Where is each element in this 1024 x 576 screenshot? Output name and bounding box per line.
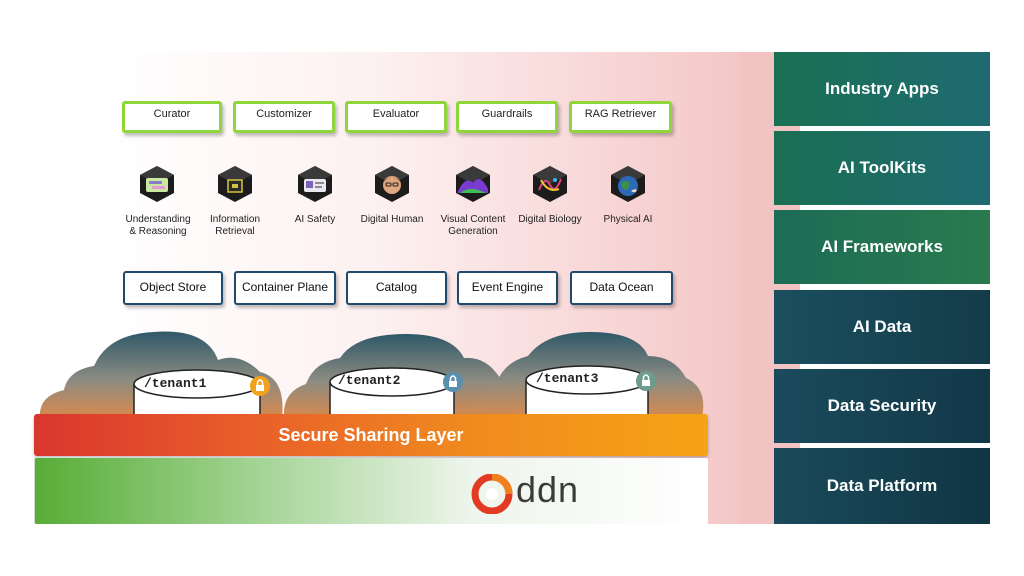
toolkit-label: Evaluator: [372, 108, 420, 120]
data-platform-bar: [34, 458, 708, 524]
id-card-cube-icon: [298, 166, 332, 202]
stack-ai-frameworks: AI Frameworks: [774, 210, 990, 284]
data-service-label: Catalog: [375, 280, 418, 294]
data-service-label: Event Engine: [471, 280, 544, 294]
use-case-label-line2: Generation: [448, 226, 498, 237]
ddn-wordmark: ddn: [516, 469, 580, 510]
molecule-cube-icon: [533, 166, 567, 202]
data-service-label: Object Store: [139, 280, 207, 294]
data-service-object-store: Object Store: [123, 271, 223, 305]
avatar-face-cube-icon: [375, 166, 409, 202]
stack-label: Data Platform: [826, 476, 938, 495]
data-service-catalog: Catalog: [346, 271, 447, 305]
ddn-logo-mark-icon: [471, 474, 513, 514]
tenant1-label: /tenant1: [144, 376, 207, 391]
gradient-backdrop-edge: [740, 52, 800, 524]
landscape-cube-icon: [456, 166, 490, 202]
use-case-label-line1: Digital Biology: [518, 214, 582, 225]
use-case-information-retrieval: Information Retrieval: [190, 214, 280, 238]
tenant3-label: /tenant3: [536, 371, 599, 386]
tenant1-lock-icon: [250, 376, 270, 396]
toolkit-box-customizer: Customizer: [233, 101, 335, 133]
stack-industry-apps: Industry Apps: [774, 52, 990, 126]
use-case-label-line1: AI Safety: [294, 214, 336, 225]
tenant2-label: /tenant2: [338, 373, 401, 388]
toolkit-label: Customizer: [256, 108, 312, 120]
use-case-ai-safety: AI Safety: [270, 214, 360, 226]
data-service-container-plane: Container Plane: [234, 271, 336, 305]
data-service-event-engine: Event Engine: [457, 271, 558, 305]
tenant3-cylinder-icon: [525, 365, 649, 418]
tenant2-cylinder-icon: [329, 367, 455, 418]
use-case-physical-ai: Physical AI: [583, 214, 673, 226]
stack-label: AI ToolKits: [837, 158, 927, 177]
use-case-label-line1: Visual Content: [440, 214, 506, 225]
toolkit-label: RAG Retriever: [584, 108, 657, 120]
chip-cube-icon: [218, 166, 252, 202]
use-case-visual-content-generation: Visual Content Generation: [428, 214, 518, 238]
stack-label: Industry Apps: [825, 79, 939, 98]
use-case-label-line2: & Reasoning: [129, 226, 187, 237]
stack-ai-toolkits: AI ToolKits: [774, 131, 990, 205]
toolkit-label: Guardrails: [481, 108, 533, 120]
use-case-digital-biology: Digital Biology: [505, 214, 595, 226]
toolkit-box-rag-retriever: RAG Retriever: [569, 101, 672, 133]
stack-ai-data: AI Data: [774, 290, 990, 364]
use-case-label-line1: Understanding: [125, 214, 191, 225]
use-case-label-line1: Physical AI: [603, 214, 653, 225]
stack-data-security: Data Security: [774, 369, 990, 443]
secure-sharing-layer: Secure Sharing Layer: [34, 414, 708, 456]
use-case-label-line2: Retrieval: [215, 226, 255, 237]
data-service-data-ocean: Data Ocean: [570, 271, 673, 305]
tenant2-lock-icon: [443, 372, 463, 392]
use-case-digital-human: Digital Human: [347, 214, 437, 226]
use-case-label-line1: Information: [209, 214, 261, 225]
tenant3-lock-icon: [636, 371, 656, 391]
stack-data-platform: Data Platform: [774, 448, 990, 524]
secure-sharing-layer-label: Secure Sharing Layer: [278, 424, 464, 445]
data-service-label: Data Ocean: [589, 280, 654, 294]
toolkit-box-curator: Curator: [122, 101, 222, 133]
toolkit-label: Curator: [153, 108, 191, 120]
use-case-label-line1: Digital Human: [360, 214, 424, 225]
stack-label: AI Frameworks: [821, 237, 943, 256]
tenant-clouds: [39, 331, 704, 418]
stack-label: Data Security: [827, 396, 937, 415]
data-service-label: Container Plane: [241, 280, 329, 294]
toolkit-box-guardrails: Guardrails: [456, 101, 558, 133]
stack-label: AI Data: [852, 317, 912, 336]
toolkit-box-evaluator: Evaluator: [345, 101, 447, 133]
use-case-understanding-reasoning: Understanding & Reasoning: [113, 214, 203, 238]
chat-screen-cube-icon: [140, 166, 174, 202]
earth-cube-icon: [611, 166, 645, 202]
